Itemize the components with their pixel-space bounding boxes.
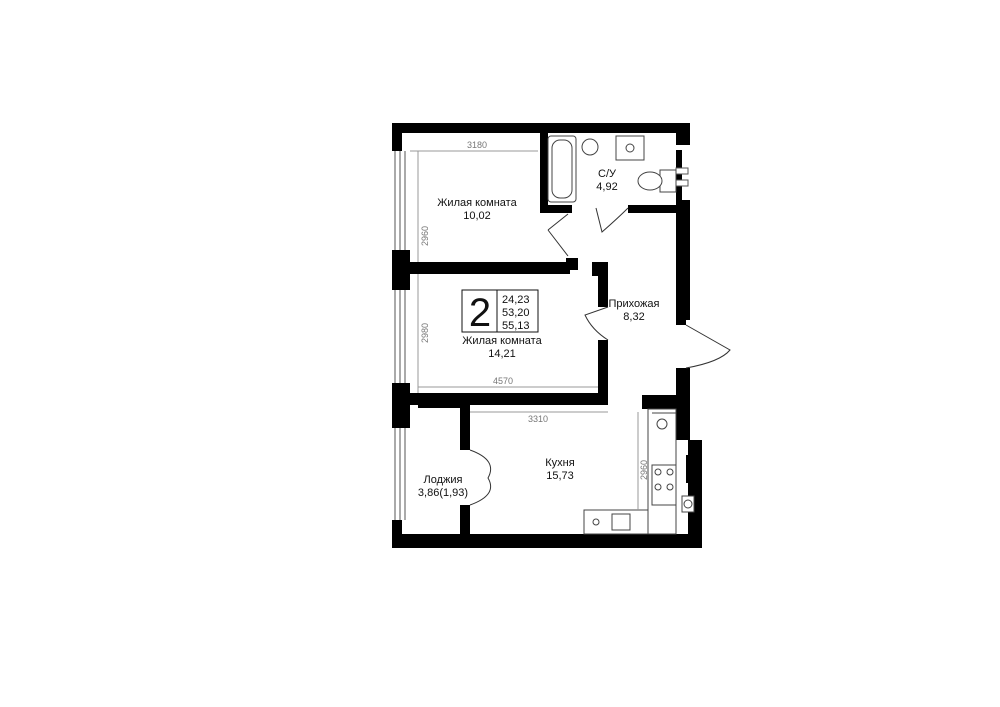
windows [394,151,689,520]
loggia-area: 3,86(1,93) [418,487,468,499]
dim-bedroom1-width: 3180 [467,140,487,150]
hallway-name: Прихожая [609,298,660,310]
loggia-name: Лоджия [424,474,463,486]
dimension-lines [410,150,639,510]
bathroom-sink [615,135,645,161]
dim-bedroom1-depth: 2960 [420,226,430,246]
apartment-badge: 2 24,23 53,20 55,13 [461,289,539,335]
fixtures [547,135,695,535]
kitchen-name: Кухня [545,457,574,469]
dim-kitchen-depth: 2960 [639,460,649,480]
bedroom2-name: Жилая комната [462,335,542,347]
dim-bedroom2-depth: 2980 [420,323,430,343]
bathroom-name: С/У [598,168,617,180]
kitchen-area: 15,73 [546,470,574,482]
hallway-area: 8,32 [623,311,644,323]
bedroom2-area: 14,21 [488,348,516,360]
badge-total-with-loggia: 55,13 [502,320,530,332]
hood-icon [656,418,668,430]
doors [469,207,731,506]
bedroom1-area: 10,02 [463,210,491,222]
kitchen-sink [611,513,631,531]
walls [392,123,702,548]
bathroom-area: 4,92 [596,181,617,193]
shower [581,138,599,156]
bedroom1-name: Жилая комната [437,197,517,209]
badge-living-area: 24,23 [502,294,530,306]
badge-room-count: 2 [469,291,491,335]
dim-bedroom2-width: 4570 [493,376,513,386]
badge-total-area: 53,20 [502,307,530,319]
dim-kitchen-width: 3310 [528,414,548,424]
